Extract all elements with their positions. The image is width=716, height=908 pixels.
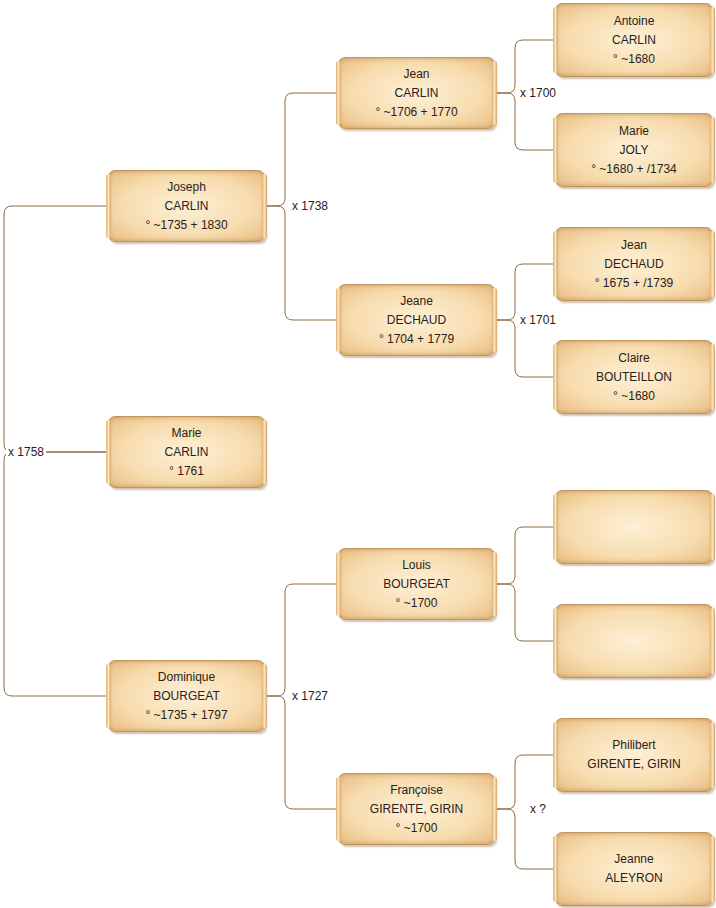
family-connector [265, 696, 338, 809]
empty-box [555, 490, 713, 564]
person-text: ° ~1735 + 1797 [145, 706, 227, 725]
marriage-label: x ? [528, 802, 548, 816]
person-text: ° 1675 + /1739 [595, 274, 674, 293]
family-connector [495, 755, 555, 809]
marriage-label: x 1701 [518, 313, 558, 327]
person-text: ° ~1735 + 1830 [145, 216, 227, 235]
person-text: Marie [171, 424, 201, 443]
person-text: Dominique [158, 668, 215, 687]
person-text: CARLIN [164, 443, 208, 462]
person-text: Jeane [400, 292, 433, 311]
person-text: Philibert [612, 736, 655, 755]
empty-box [555, 604, 713, 678]
person-box: JeanneALEYRON [555, 832, 713, 906]
person-text: JOLY [619, 141, 648, 160]
person-text: ° ~1680 [613, 387, 655, 406]
person-text: ° 1704 + 1779 [379, 330, 454, 349]
person-text: Françoise [390, 781, 443, 800]
person-text: BOUTEILLON [596, 368, 672, 387]
person-text: ALEYRON [605, 869, 662, 888]
leader-line [497, 584, 555, 641]
person-box: JeanCARLIN° ~1706 + 1770 [338, 57, 495, 129]
person-box: ClaireBOUTEILLON° ~1680 [555, 340, 713, 414]
person-text: ° ~1706 + 1770 [375, 103, 457, 122]
family-connector [495, 93, 555, 150]
person-text: ° ~1680 + /1734 [591, 160, 677, 179]
person-text: Claire [618, 349, 649, 368]
family-connector [4, 452, 108, 696]
person-box: AntoineCARLIN° ~1680 [555, 3, 713, 77]
person-text: BOURGEAT [153, 687, 219, 706]
family-connector [495, 809, 555, 869]
person-text: DECHAUD [604, 255, 663, 274]
family-connector [265, 584, 338, 696]
person-box: JeanDECHAUD° 1675 + /1739 [555, 227, 713, 301]
person-text: Marie [619, 122, 649, 141]
person-text: Jean [403, 65, 429, 84]
person-text: Jean [621, 236, 647, 255]
leader-line [497, 527, 555, 584]
person-box: FrançoiseGIRENTE, GIRIN° ~1700 [338, 773, 495, 845]
family-connector [265, 206, 338, 320]
person-box: JeaneDECHAUD° 1704 + 1779 [338, 284, 495, 356]
person-box: DominiqueBOURGEAT° ~1735 + 1797 [108, 660, 265, 732]
person-text: CARLIN [394, 84, 438, 103]
person-box: LouisBOURGEAT° ~1700 [338, 548, 495, 620]
person-text: GIRENTE, GIRIN [370, 800, 463, 819]
person-text: CARLIN [164, 197, 208, 216]
person-text: Louis [402, 556, 431, 575]
person-text: DECHAUD [387, 311, 446, 330]
person-box: MarieJOLY° ~1680 + /1734 [555, 113, 713, 187]
family-connector [495, 264, 555, 320]
marriage-label: x 1727 [290, 689, 330, 703]
person-text: ° 1761 [169, 462, 204, 481]
person-box: JosephCARLIN° ~1735 + 1830 [108, 170, 265, 242]
marriage-label: x 1700 [518, 86, 558, 100]
person-text: Jeanne [614, 850, 653, 869]
marriage-label: x 1738 [290, 199, 330, 213]
person-text: ° ~1680 [613, 50, 655, 69]
person-text: Antoine [614, 12, 655, 31]
person-text: Joseph [167, 178, 206, 197]
family-connector [265, 93, 338, 206]
person-box: PhilibertGIRENTE, GIRIN [555, 718, 713, 792]
person-text: CARLIN [612, 31, 656, 50]
family-connector [4, 206, 108, 452]
marriage-label: x 1758 [6, 445, 46, 459]
family-connector [495, 320, 555, 377]
person-text: ° ~1700 [396, 594, 438, 613]
person-text: GIRENTE, GIRIN [587, 755, 680, 774]
person-text: ° ~1700 [396, 819, 438, 838]
person-box: MarieCARLIN° 1761 [108, 416, 265, 488]
person-text: BOURGEAT [383, 575, 449, 594]
